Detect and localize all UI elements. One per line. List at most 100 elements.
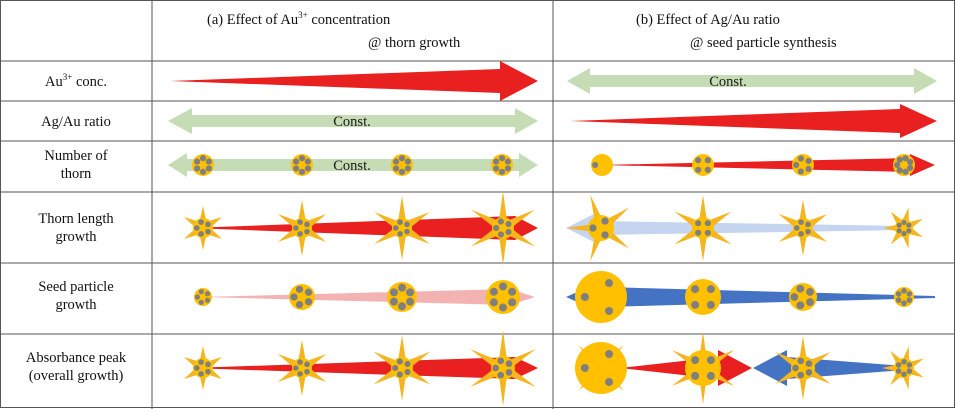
red-arrow-thorn-length-a — [190, 216, 538, 240]
surface-dot — [605, 350, 614, 359]
red-arrow-au-conc-a — [170, 61, 538, 101]
surface-dot — [393, 165, 400, 172]
surface-dot — [493, 224, 500, 232]
surface-dot — [297, 219, 303, 225]
surface-dot — [805, 165, 812, 173]
surface-dot — [797, 371, 805, 379]
row-label-seed-particle: Seed particle growth — [2, 278, 150, 314]
nanoparticle — [277, 200, 327, 256]
surface-dot — [205, 228, 211, 235]
surface-dot — [906, 362, 913, 368]
surface-dot — [499, 303, 507, 312]
nanoparticle — [289, 284, 315, 310]
surface-dot — [492, 364, 499, 372]
surface-dot — [806, 287, 814, 296]
surface-dot — [389, 297, 398, 306]
surface-dot — [293, 165, 300, 172]
nanoparticle — [391, 154, 413, 176]
surface-dot — [304, 228, 310, 235]
surface-dot — [901, 288, 907, 294]
red-arrow-ratio-b — [570, 104, 937, 138]
surface-dot — [901, 219, 907, 226]
seed-particle — [575, 271, 627, 323]
surface-dot — [404, 360, 411, 368]
surface-dot — [691, 371, 700, 380]
surface-dot — [198, 371, 204, 377]
surface-dot — [297, 371, 303, 377]
nanoparticle — [893, 154, 915, 176]
nanoparticle — [894, 287, 914, 307]
surface-dot — [304, 165, 311, 172]
surface-dot — [605, 377, 614, 386]
header-b-line2: @ seed particle synthesis — [690, 35, 837, 51]
nanoparticle — [671, 332, 735, 404]
row-label-absorbance: Absorbance peak (overall growth) — [2, 349, 150, 385]
surface-dot — [706, 285, 715, 294]
surface-dot — [205, 158, 212, 165]
surface-dot — [601, 231, 609, 239]
surface-dot — [398, 302, 406, 311]
light-blue-arrow-thorn-length-b — [566, 212, 905, 244]
surface-dot — [298, 168, 306, 175]
surface-dot — [205, 221, 211, 228]
nanoparticle — [882, 346, 924, 390]
surface-dot — [505, 228, 512, 236]
surface-dot — [901, 300, 907, 307]
surface-dot — [805, 369, 813, 376]
nanoparticle — [491, 154, 513, 176]
row-label-abs-line2: (overall growth) — [28, 368, 124, 384]
surface-dot — [589, 224, 597, 232]
surface-dot — [695, 220, 702, 227]
nanoparticle — [792, 154, 814, 176]
surface-dot — [896, 167, 903, 174]
surface-dot — [389, 288, 398, 297]
surface-dot — [704, 220, 711, 227]
surface-dot — [398, 283, 406, 292]
red-arrow-thorn-count-b — [600, 154, 935, 176]
surface-dot — [504, 165, 511, 172]
row-label-number-of-thorn: Number of thorn — [2, 147, 150, 183]
surface-dot — [797, 357, 805, 365]
surface-dot — [295, 301, 304, 309]
row-label-number-line2: thorn — [60, 166, 92, 182]
nanoparticle — [277, 340, 327, 396]
green-double-arrow-thorn-count-a — [168, 153, 538, 177]
surface-dot — [906, 368, 913, 374]
surface-dot — [498, 155, 506, 162]
row-label-seed-line2: growth — [55, 297, 97, 313]
header-a-sup: 3+ — [298, 10, 308, 21]
surface-dot — [393, 225, 399, 231]
surface-dot — [392, 364, 399, 372]
surface-dot — [706, 300, 715, 309]
surface-dot — [198, 219, 204, 225]
nanoparticle — [373, 335, 431, 401]
surface-dot — [695, 229, 702, 236]
surface-dot — [298, 155, 306, 162]
nanoparticle — [685, 279, 721, 315]
surface-dot — [895, 362, 902, 368]
surface-dot — [194, 365, 200, 371]
surface-dot — [199, 155, 207, 162]
surface-dot — [204, 291, 211, 297]
surface-dot — [796, 284, 805, 293]
nanoparticle — [575, 271, 627, 323]
green-double-arrow-au-conc-b — [567, 68, 937, 94]
surface-dot — [398, 168, 406, 175]
surface-dot — [691, 300, 700, 309]
surface-dot — [194, 158, 201, 165]
seed-particle — [692, 217, 714, 239]
nanoparticle — [575, 342, 627, 394]
surface-dot — [293, 158, 300, 165]
surface-dot — [304, 368, 310, 375]
surface-dot — [704, 166, 711, 173]
surface-dot — [497, 357, 505, 365]
nanoparticle — [192, 154, 214, 176]
surface-dot — [901, 371, 907, 378]
surface-dot — [204, 297, 211, 303]
surface-dot — [906, 297, 913, 303]
nanoparticle — [374, 196, 430, 260]
surface-dot — [295, 285, 304, 293]
surface-dot — [508, 298, 517, 307]
surface-dot — [580, 364, 589, 372]
row-label-thorn-line2: growth — [55, 229, 97, 245]
